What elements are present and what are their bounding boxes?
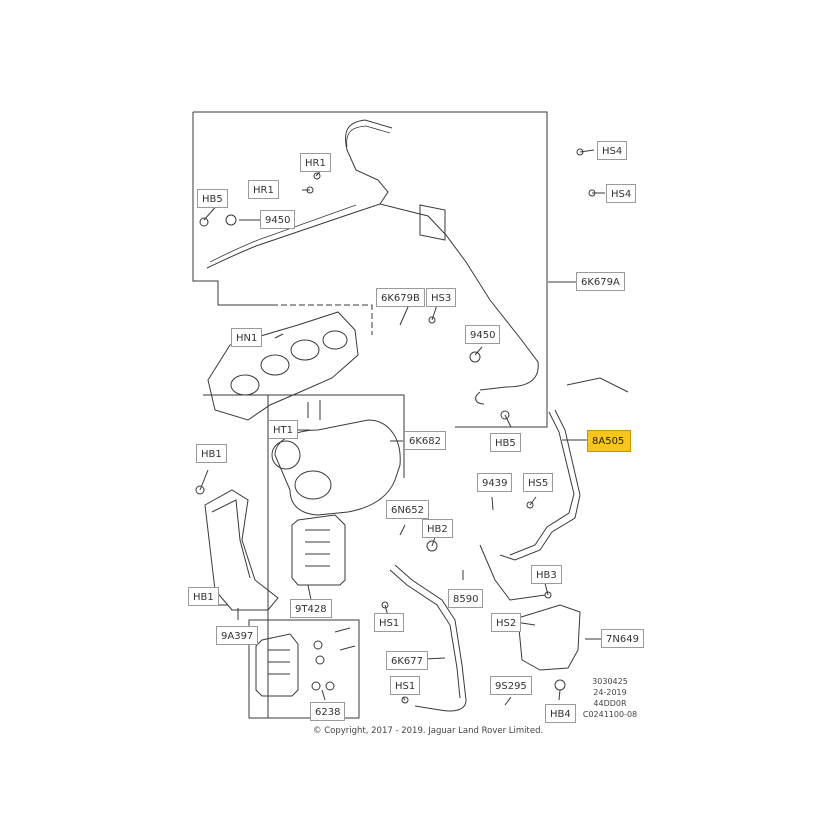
callout-hs5[interactable]: HS5 [523,473,554,492]
callout-hb1-lower[interactable]: HB1 [188,587,219,606]
reference-code: 44DD0R [593,699,627,708]
callout-hb2[interactable]: HB2 [422,519,453,538]
callout-6k677[interactable]: 6K677 [386,651,429,670]
actuator-9t428 [291,514,346,586]
reference-codes: 3030425 24-2019 44DD0R C0241100-08 [575,676,645,720]
upper-assembly-frame [192,111,548,428]
callout-6k682[interactable]: 6K682 [404,431,447,450]
callout-hs1-upper[interactable]: HS1 [374,613,405,632]
callout-6k679b[interactable]: 6K679B [376,288,425,307]
reference-code: C0241100-08 [582,710,638,719]
callout-9450-upper[interactable]: 9450 [260,210,296,229]
callout-9s295[interactable]: 9S295 [490,676,532,695]
copyright-notice: © Copyright, 2017 - 2019. Jaguar Land Ro… [313,726,544,736]
callout-hb1-upper[interactable]: HB1 [196,444,227,463]
callout-9439[interactable]: 9439 [477,473,513,492]
pipe-6k677 [394,564,467,712]
pipe-8a505 [499,377,629,561]
reference-code: 3030425 [592,677,628,686]
callout-hs4-upper[interactable]: HS4 [597,141,628,160]
actuator-kit-6238 [255,633,299,697]
callout-hn1[interactable]: HN1 [231,328,263,347]
callout-8a505-highlighted[interactable]: 8A505 [587,430,631,452]
reference-code: 24-2019 [593,688,627,697]
callout-hs1-lower[interactable]: HS1 [390,676,421,695]
bracket-frame [248,619,360,719]
exhaust-manifold [207,311,359,421]
callout-7n649[interactable]: 7N649 [601,629,644,648]
callout-8590[interactable]: 8590 [448,589,484,608]
callout-hs4-lower[interactable]: HS4 [606,184,637,203]
callout-hb5-lower[interactable]: HB5 [490,433,521,452]
callout-6238[interactable]: 6238 [310,702,346,721]
callout-ht1[interactable]: HT1 [268,420,298,439]
callout-hr1-upper[interactable]: HR1 [300,153,331,172]
callout-6k679a[interactable]: 6K679A [576,272,625,291]
heat-shield-9a397 [204,489,279,611]
tube-6k679a [206,119,539,391]
callout-9a397[interactable]: 9A397 [216,626,259,645]
callout-hb5-upper[interactable]: HB5 [197,189,228,208]
callout-hb4[interactable]: HB4 [545,704,576,723]
callout-hb3[interactable]: HB3 [531,565,562,584]
callout-9t428[interactable]: 9T428 [290,599,332,618]
turbocharger [274,419,401,516]
callout-hs2[interactable]: HS2 [491,613,522,632]
callout-9450-lower[interactable]: 9450 [465,325,501,344]
callout-hr1-lower[interactable]: HR1 [248,180,279,199]
bracket-7n649 [517,604,581,671]
callout-hs3[interactable]: HS3 [426,288,457,307]
callout-6n652[interactable]: 6N652 [386,500,429,519]
